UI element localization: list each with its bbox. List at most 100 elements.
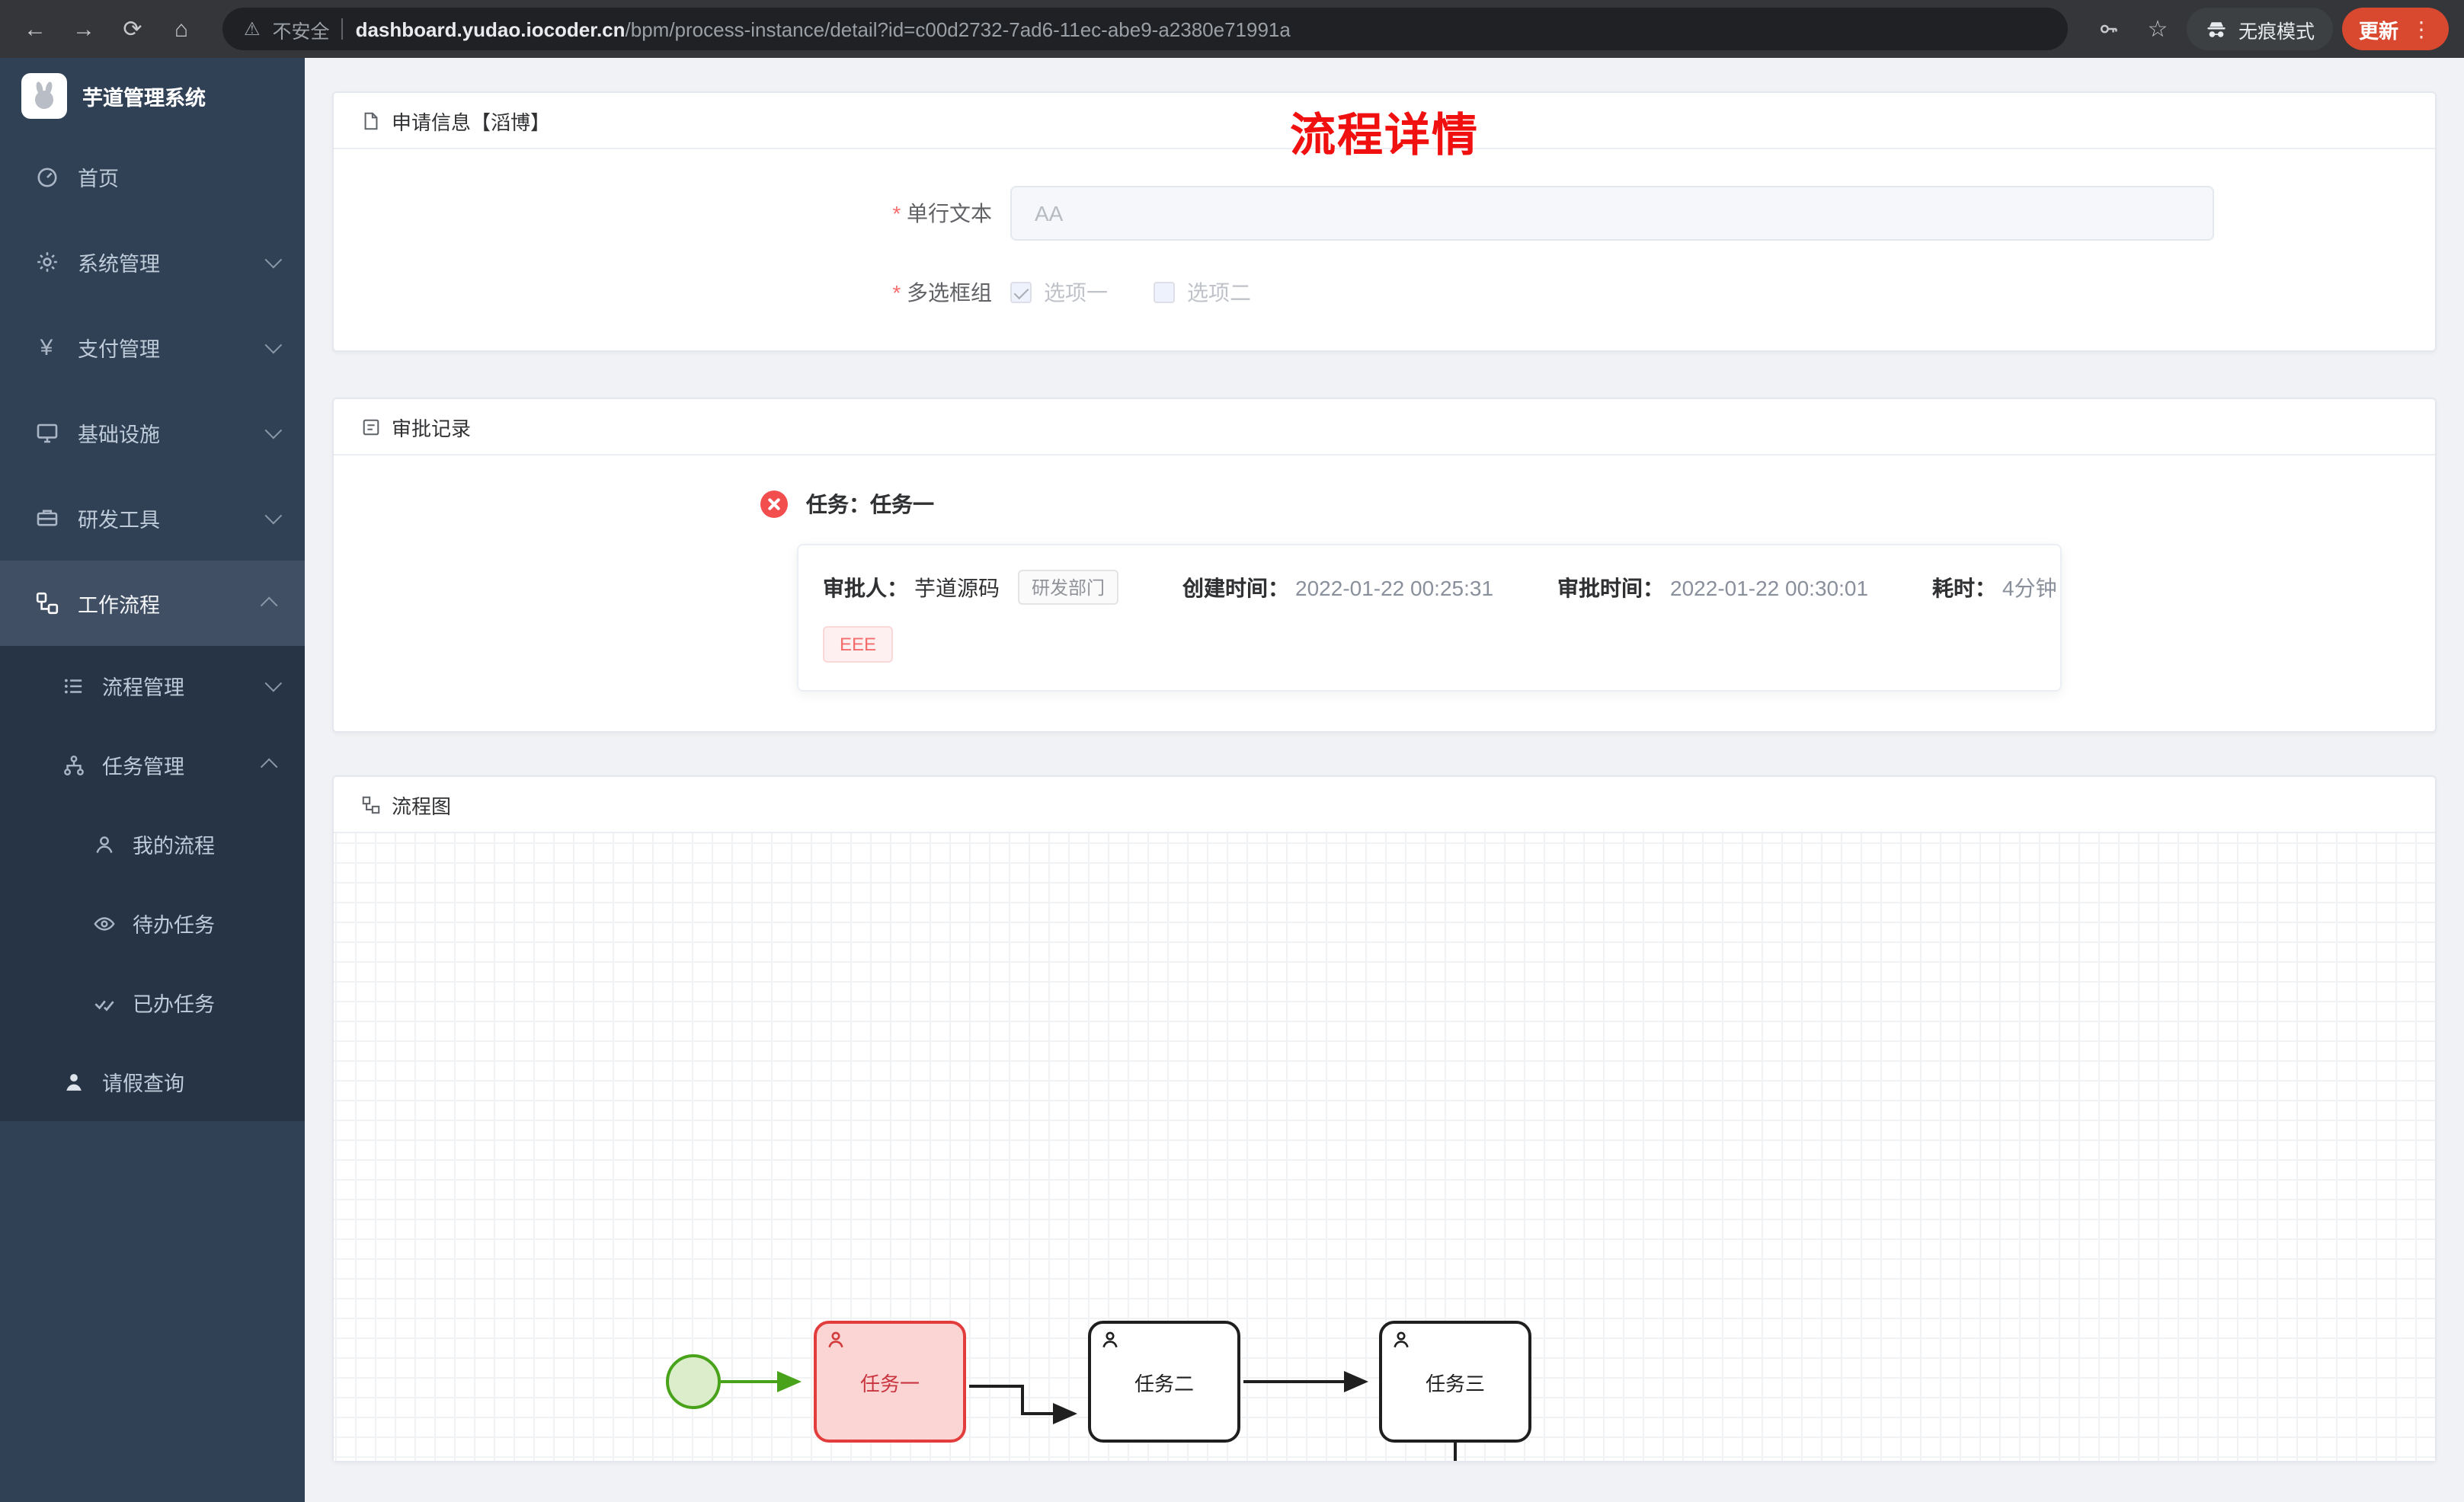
approval-records-title: 审批记录: [392, 417, 472, 439]
checkbox-group: 选项一 选项二: [1010, 277, 1251, 308]
update-label: 更新: [2358, 19, 2398, 42]
incognito-badge[interactable]: 无痕模式: [2186, 8, 2333, 50]
sidebar-item-label: 支付管理: [78, 338, 160, 361]
bookmark-star-button[interactable]: ☆: [2138, 9, 2178, 49]
process-diagram-title: 流程图: [392, 794, 452, 817]
app-title: 芋道管理系统: [82, 87, 206, 110]
approve-time-group: 审批时间： 2022-01-22 00:30:01: [1557, 572, 1868, 602]
timeline-task-row: 任务：任务一: [760, 489, 2405, 519]
incognito-label: 无痕模式: [2238, 21, 2315, 42]
task-title: 任务：任务一: [806, 492, 934, 516]
bpmn-connectors: [721, 1371, 1457, 1461]
approval-detail-card: 审批人： 芋道源码 研发部门 创建时间： 2022-01-22 00:25:31…: [797, 544, 2062, 692]
user-task-icon: [826, 1330, 846, 1354]
sidebar-item-system[interactable]: 系统管理: [0, 219, 305, 305]
checkbox-option-label: 选项二: [1187, 280, 1251, 305]
gear-icon: [34, 249, 59, 275]
address-bar[interactable]: ⚠ 不安全 dashboard.yudao.iocoder.cn/bpm/pro…: [222, 8, 2068, 50]
security-label[interactable]: 不安全: [272, 21, 330, 42]
rejected-status-icon: [760, 491, 788, 518]
tree-icon: [61, 752, 87, 778]
sidebar-item-label: 首页: [78, 168, 119, 190]
sidebar-item-label: 已办任务: [133, 993, 215, 1016]
process-diagram-header: 流程图: [334, 777, 2435, 833]
sidebar-item-home[interactable]: 首页: [0, 134, 305, 219]
comment-tag: EEE: [823, 626, 894, 663]
checkbox-option-1: 选项一: [1010, 277, 1108, 308]
sidebar-item-payment[interactable]: ¥ 支付管理: [0, 305, 305, 390]
task-node-3[interactable]: 任务三: [1379, 1321, 1531, 1443]
process-diagram-card: 流程图: [332, 775, 2437, 1462]
approver-group: 审批人： 芋道源码 研发部门: [823, 570, 1119, 605]
forward-icon: →: [72, 16, 95, 42]
duration-label: 耗时：: [1932, 575, 1997, 599]
duration-group: 耗时： 4分钟: [1932, 572, 2057, 602]
chevron-down-icon: [264, 507, 283, 525]
sidebar-item-task-management[interactable]: 任务管理: [0, 725, 305, 804]
sidebar-item-leave-query[interactable]: 请假查询: [0, 1042, 305, 1121]
text-field-row: 单行文本: [334, 186, 2435, 241]
sidebar-item-infrastructure[interactable]: 基础设施: [0, 390, 305, 475]
workflow-icon: [34, 590, 59, 616]
browser-update-button[interactable]: 更新 ⋮: [2341, 8, 2449, 50]
task-node-label: 任务三: [1425, 1372, 1485, 1395]
app-viewport: 芋道管理系统 首页 系统管理 ¥ 支付管理 基础设施: [0, 58, 2464, 1502]
sidebar-item-pending-tasks[interactable]: 待办任务: [0, 884, 305, 963]
monitor-icon: [34, 420, 59, 446]
user-task-icon: [1391, 1330, 1411, 1354]
approve-time-label: 审批时间：: [1557, 575, 1665, 599]
sidebar-item-label: 流程管理: [102, 676, 184, 699]
home-button[interactable]: ⌂: [162, 9, 201, 49]
app-logo-row[interactable]: 芋道管理系统: [0, 58, 305, 134]
sidebar-item-workflow[interactable]: 工作流程: [0, 561, 305, 646]
bpmn-canvas[interactable]: 任务一 任务二 任务三: [334, 833, 2435, 1461]
chevron-down-icon: [264, 336, 283, 354]
sidebar-item-label: 基础设施: [78, 423, 160, 446]
checkbox-field-row: 多选框组 选项一 选项二: [334, 277, 2435, 308]
user-task-icon: [1100, 1330, 1120, 1354]
approver-label: 审批人：: [823, 575, 908, 599]
approval-timeline: 任务：任务一 审批人： 芋道源码 研发部门 创建时间： 2022-01-22 0: [334, 455, 2435, 731]
sidebar-item-process-management[interactable]: 流程管理: [0, 646, 305, 725]
reload-icon: ⟳: [123, 17, 142, 43]
list-icon: [61, 673, 87, 698]
create-time-group: 创建时间： 2022-01-22 00:25:31: [1182, 572, 1493, 602]
yen-icon: ¥: [40, 334, 53, 360]
apply-info-title: 申请信息【滔博】: [392, 110, 551, 133]
single-line-text-input: [1010, 186, 2214, 241]
apply-info-header: 申请信息【滔博】: [334, 93, 2435, 149]
create-time-label: 创建时间：: [1182, 575, 1290, 599]
incognito-icon: [2207, 21, 2226, 37]
forward-button[interactable]: →: [64, 9, 104, 49]
home-icon: ⌂: [174, 16, 189, 42]
sidebar: 芋道管理系统 首页 系统管理 ¥ 支付管理 基础设施: [0, 58, 305, 1502]
eye-icon: [91, 910, 117, 936]
sidebar-item-my-processes[interactable]: 我的流程: [0, 804, 305, 884]
reload-button[interactable]: ⟳: [113, 9, 152, 49]
approval-detail-line: 审批人： 芋道源码 研发部门 创建时间： 2022-01-22 00:25:31…: [823, 570, 2057, 605]
task-node-1[interactable]: 任务一: [814, 1321, 966, 1443]
person-badge-icon: [91, 831, 117, 857]
browser-menu-icon[interactable]: ⋮: [2411, 16, 2432, 40]
security-warning-icon: ⚠: [244, 18, 261, 40]
url-text[interactable]: dashboard.yudao.iocoder.cn/bpm/process-i…: [356, 18, 1291, 40]
task-node-2[interactable]: 任务二: [1088, 1321, 1240, 1443]
text-field-label: 单行文本: [334, 198, 1010, 228]
dashboard-icon: [34, 164, 59, 190]
back-icon: ←: [24, 16, 46, 42]
chevron-down-icon: [264, 421, 283, 439]
sidebar-item-label: 请假查询: [102, 1072, 184, 1095]
back-button[interactable]: ←: [15, 9, 55, 49]
sidebar-item-done-tasks[interactable]: 已办任务: [0, 963, 305, 1042]
sidebar-item-label: 我的流程: [133, 835, 215, 858]
checkbox-field-label: 多选框组: [334, 277, 1010, 308]
sidebar-item-label: 工作流程: [78, 594, 160, 617]
sidebar-item-devtools[interactable]: 研发工具: [0, 475, 305, 561]
approve-time-value: 2022-01-22 00:30:01: [1670, 575, 1869, 599]
workflow-submenu: 流程管理 任务管理 我的流程 待办任务: [0, 646, 305, 1121]
sidebar-item-label: 研发工具: [78, 509, 160, 532]
password-key-button[interactable]: [2089, 9, 2129, 49]
task-node-label: 任务一: [859, 1372, 920, 1395]
task-node-label: 任务二: [1134, 1372, 1194, 1395]
